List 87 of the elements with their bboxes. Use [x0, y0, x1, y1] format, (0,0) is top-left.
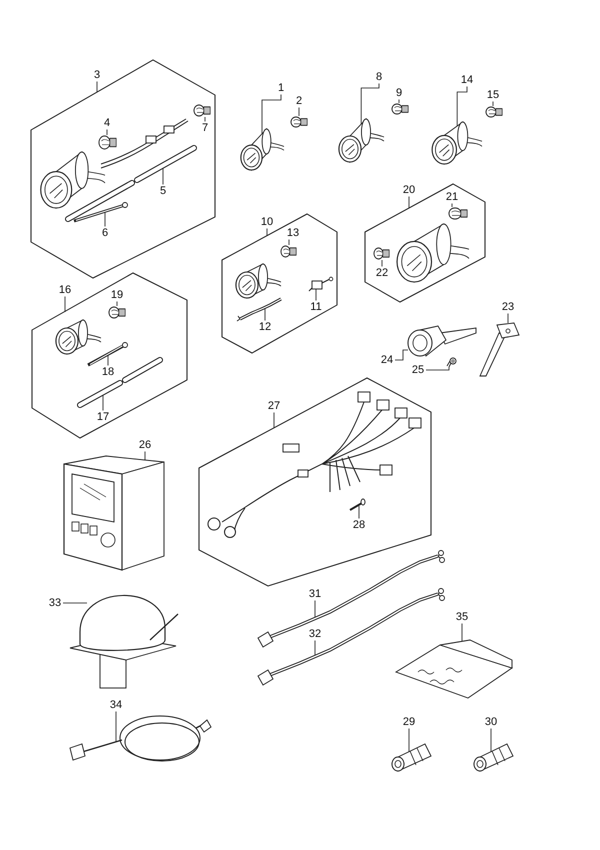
- leader-line: [408, 728, 410, 752]
- leader-line: [492, 101, 494, 106]
- callout-number: 17: [95, 410, 111, 424]
- leader-line: [314, 640, 316, 658]
- leader-line: [266, 228, 268, 236]
- group-frame: [365, 184, 485, 302]
- callout-number: 26: [137, 438, 153, 452]
- group-frame: [31, 60, 215, 278]
- leader-line: [314, 600, 316, 618]
- callout-number: 10: [259, 216, 275, 228]
- leader-line: [116, 301, 118, 306]
- group-frame: [32, 273, 187, 438]
- callout-number: 2: [294, 94, 304, 108]
- plug-drawing: [308, 276, 334, 293]
- leader-line: [360, 83, 380, 124]
- leader-line: [426, 366, 450, 370]
- bulb-drawing: [485, 106, 503, 118]
- callout-number: 34: [108, 698, 124, 712]
- leader-line: [62, 602, 88, 604]
- callout-number: 6: [100, 226, 110, 240]
- callout-number: 30: [483, 716, 499, 728]
- bulb-drawing: [373, 247, 390, 260]
- leader-line: [490, 728, 492, 752]
- bulb-drawing: [193, 104, 211, 117]
- callout-number: 28: [351, 518, 367, 532]
- callout-number: 33: [47, 596, 63, 610]
- leader-line: [106, 129, 108, 136]
- tube-drawing: [76, 380, 124, 409]
- callout-number: 20: [401, 184, 417, 196]
- callout-number: 14: [459, 74, 475, 86]
- leader-line: [262, 94, 282, 134]
- group-frame: [199, 378, 431, 586]
- callout-number: 3: [92, 68, 102, 82]
- callout-number: 27: [266, 400, 282, 412]
- tube-drawing: [134, 145, 197, 183]
- leader-line: [398, 99, 400, 104]
- callout-number: 15: [485, 88, 501, 102]
- bulb-drawing: [280, 245, 297, 258]
- bulb-drawing: [391, 103, 409, 115]
- leader-line: [394, 350, 408, 360]
- callout-number: 19: [109, 288, 125, 302]
- callout-number: 25: [410, 364, 426, 376]
- display-drawing: [62, 455, 166, 572]
- callout-number: 18: [100, 366, 116, 378]
- callout-number: 12: [257, 320, 273, 334]
- callout-number: 22: [374, 266, 390, 280]
- callout-number: 31: [307, 588, 323, 600]
- callout-number: 35: [454, 610, 470, 624]
- screw-drawing: [348, 499, 366, 512]
- switch-drawing: [405, 324, 477, 357]
- wiring-harness-drawing: [257, 586, 447, 686]
- callout-number: 8: [374, 70, 384, 84]
- callout-number: 13: [285, 226, 301, 240]
- leader-line: [96, 81, 98, 92]
- bulb-drawing: [108, 306, 126, 319]
- bulb-drawing: [290, 116, 308, 128]
- callout-number: 23: [500, 300, 516, 314]
- callout-number: 11: [308, 300, 324, 314]
- leader-line: [144, 451, 146, 460]
- leader-line: [298, 107, 300, 116]
- wiring-harness-drawing: [257, 548, 447, 648]
- callout-number: 16: [57, 284, 73, 296]
- leader-line: [408, 196, 410, 208]
- callout-number: 32: [307, 628, 323, 640]
- leader-line: [204, 116, 206, 122]
- clip-drawing: [445, 357, 457, 368]
- leader-line: [64, 296, 66, 312]
- leader-line: [104, 210, 106, 227]
- callout-number: 7: [200, 122, 210, 134]
- callout-number: 4: [102, 116, 112, 130]
- callout-number: 29: [401, 716, 417, 728]
- cable-tie-drawing: [72, 202, 129, 224]
- bulb-drawing: [448, 207, 468, 220]
- group-frame: [222, 214, 337, 353]
- cable-tie-drawing: [86, 342, 128, 367]
- cable-drawing: [236, 296, 284, 322]
- leader-line: [358, 506, 360, 519]
- leader-line: [456, 86, 468, 126]
- callout-number: 21: [444, 190, 460, 204]
- bulb-drawing: [98, 135, 117, 150]
- callout-number: 9: [394, 86, 404, 100]
- callout-number: 5: [158, 184, 168, 198]
- bag-drawing: [394, 638, 514, 700]
- leader-line: [288, 239, 290, 246]
- callout-number: 24: [379, 354, 395, 366]
- callout-number: 1: [276, 82, 286, 94]
- leader-line: [264, 306, 266, 321]
